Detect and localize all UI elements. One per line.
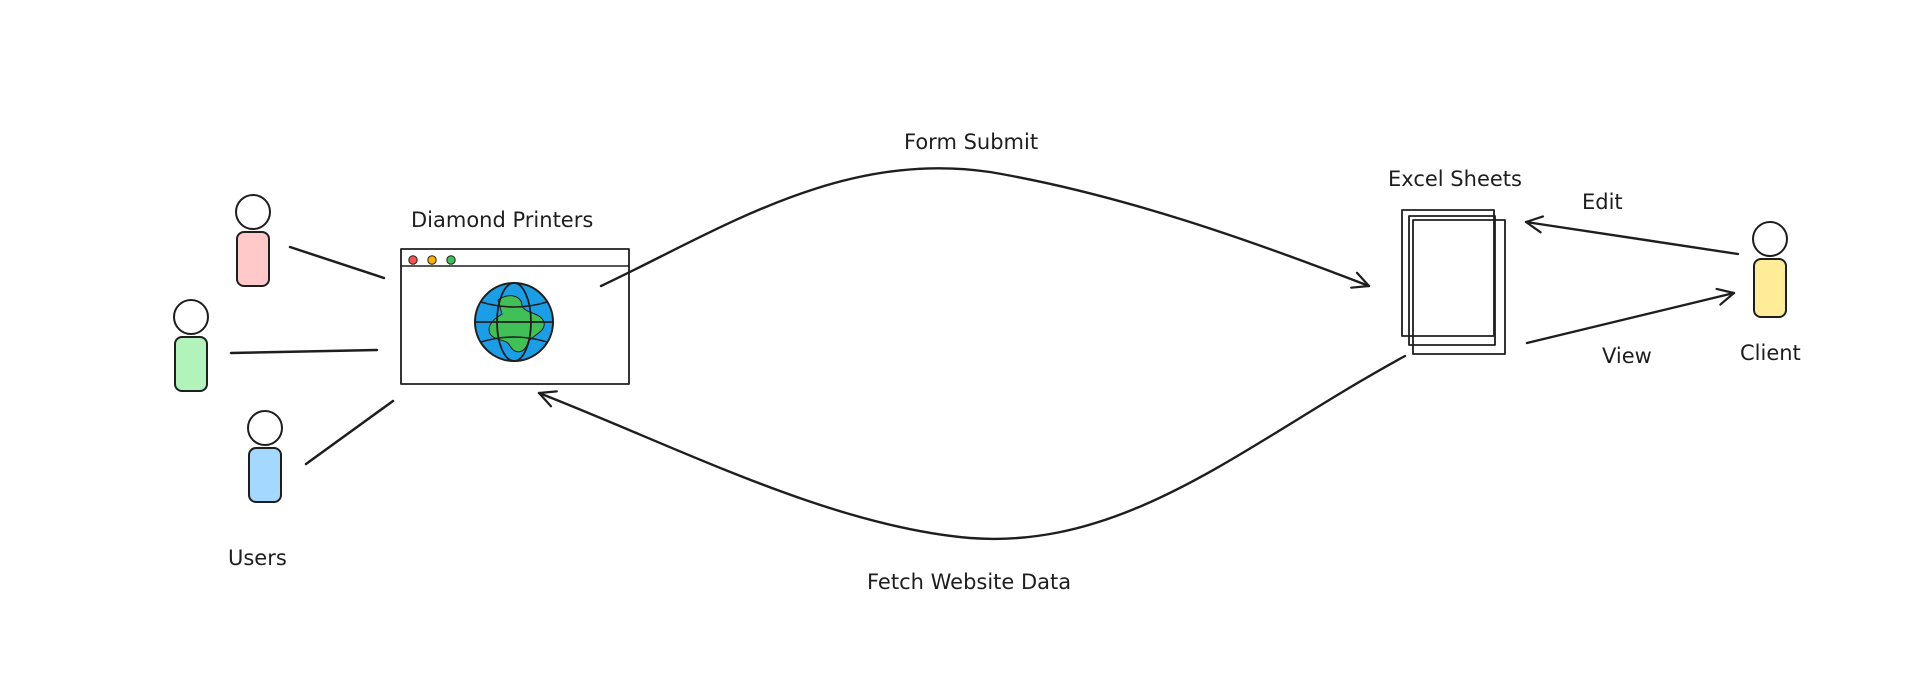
user-green-icon <box>173 299 209 392</box>
globe-icon <box>474 282 554 362</box>
edit-label: Edit <box>1582 190 1623 214</box>
sheets-label: Excel Sheets <box>1388 167 1522 191</box>
user-blue-connector <box>304 399 395 466</box>
window-dot-green <box>446 255 456 265</box>
user-green-connector <box>229 348 379 355</box>
window-dot-yellow <box>427 255 437 265</box>
view-arrow <box>1525 287 1736 345</box>
form-submit-label: Form Submit <box>904 130 1038 154</box>
website-label: Diamond Printers <box>411 208 593 232</box>
user-blue-icon <box>247 410 283 503</box>
users-label: Users <box>228 546 287 570</box>
browser-window-icon <box>400 248 630 385</box>
client-label: Client <box>1740 341 1801 365</box>
view-label: View <box>1602 344 1652 368</box>
user-red-connector <box>288 245 386 280</box>
form-submit-arrow <box>599 167 1371 289</box>
fetch-website-data-arrow <box>537 354 1407 541</box>
client-icon <box>1752 221 1788 318</box>
window-dot-red <box>408 255 418 265</box>
edit-arrow <box>1524 215 1740 256</box>
user-red-icon <box>235 194 271 287</box>
fetch-label: Fetch Website Data <box>867 570 1071 594</box>
document-stack-icon <box>1401 209 1506 355</box>
